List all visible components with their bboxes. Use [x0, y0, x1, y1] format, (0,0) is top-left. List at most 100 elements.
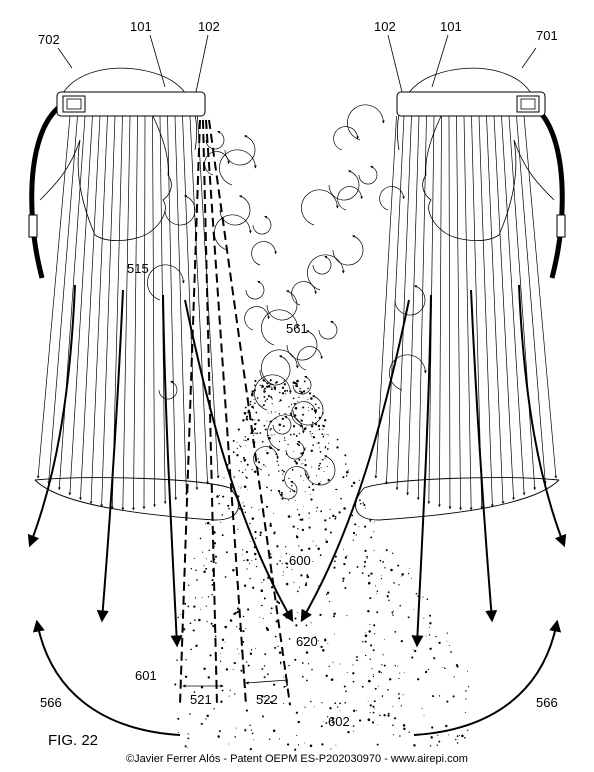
particle — [370, 572, 373, 575]
particle — [233, 476, 235, 478]
particle — [228, 507, 230, 510]
particle — [303, 380, 306, 383]
particle — [298, 458, 301, 461]
right-ray — [463, 115, 473, 511]
particle — [364, 634, 368, 637]
particle — [301, 528, 305, 532]
particle — [254, 422, 257, 426]
particle — [236, 610, 240, 614]
left-ray — [57, 115, 86, 491]
particle — [295, 434, 298, 437]
particle — [248, 398, 250, 400]
particle — [263, 463, 265, 466]
particle — [392, 706, 394, 707]
particle — [251, 429, 255, 432]
particle — [176, 659, 178, 661]
particle — [335, 488, 338, 491]
particle — [233, 662, 235, 664]
particle — [212, 554, 214, 557]
particle — [281, 386, 285, 389]
particle — [336, 438, 339, 441]
particle — [402, 724, 406, 727]
particle — [293, 495, 295, 498]
particle — [250, 729, 252, 731]
particle — [243, 485, 247, 488]
particle — [338, 511, 341, 514]
particle — [268, 421, 270, 423]
particle — [317, 407, 320, 409]
particle — [280, 493, 283, 497]
particle — [244, 435, 247, 438]
particle — [330, 748, 332, 750]
particle — [290, 559, 291, 561]
right-shield-bottom — [355, 477, 560, 521]
particle — [281, 497, 284, 500]
swirl-arrow — [205, 130, 225, 150]
left-ray — [79, 115, 101, 501]
particle — [373, 624, 376, 627]
particle — [224, 641, 226, 643]
particle — [356, 565, 359, 568]
particle — [199, 608, 201, 610]
left-ray — [36, 115, 71, 479]
particle — [394, 631, 397, 633]
label-102-left: 102 — [198, 19, 220, 34]
particle — [456, 665, 459, 668]
particle — [374, 585, 377, 587]
particle — [461, 734, 464, 738]
particle — [267, 629, 269, 632]
particle — [297, 744, 300, 746]
particle — [352, 709, 356, 713]
particle — [253, 739, 255, 741]
particle — [386, 595, 389, 598]
particle — [240, 669, 243, 672]
particle — [285, 685, 287, 687]
particle — [291, 468, 294, 471]
particle — [376, 611, 379, 614]
particle — [274, 531, 276, 533]
particle — [296, 442, 299, 445]
particle — [371, 721, 375, 724]
particle — [248, 563, 251, 565]
particle — [266, 542, 269, 545]
particle — [250, 649, 253, 651]
particle — [232, 569, 235, 572]
particle — [203, 565, 205, 567]
particle — [356, 659, 358, 662]
left-ray — [189, 115, 209, 485]
particle — [429, 647, 432, 650]
particle — [302, 462, 304, 464]
particle — [300, 463, 302, 465]
particle — [214, 555, 218, 558]
particle — [358, 719, 362, 722]
particle — [193, 691, 196, 693]
particle — [281, 563, 283, 565]
particle — [362, 502, 365, 504]
particle — [274, 635, 277, 638]
particle — [392, 734, 395, 736]
particle — [431, 695, 435, 698]
particle — [315, 510, 318, 512]
particle — [429, 622, 432, 625]
particle — [221, 534, 224, 537]
particle — [319, 451, 322, 453]
particle — [247, 409, 250, 412]
particle — [300, 518, 304, 521]
particle — [195, 569, 197, 572]
particle — [243, 505, 246, 507]
particle — [302, 413, 304, 416]
particle — [277, 490, 281, 493]
swirl-arrow — [245, 280, 265, 300]
particle — [352, 539, 354, 541]
particle — [446, 700, 449, 703]
particle — [398, 697, 401, 700]
particle — [467, 686, 470, 688]
particle — [324, 446, 327, 448]
particle — [265, 699, 268, 702]
particle — [236, 648, 238, 650]
particle — [211, 569, 215, 572]
particle — [322, 720, 324, 722]
particle — [284, 412, 286, 415]
particle — [323, 434, 325, 436]
particle — [359, 502, 362, 505]
